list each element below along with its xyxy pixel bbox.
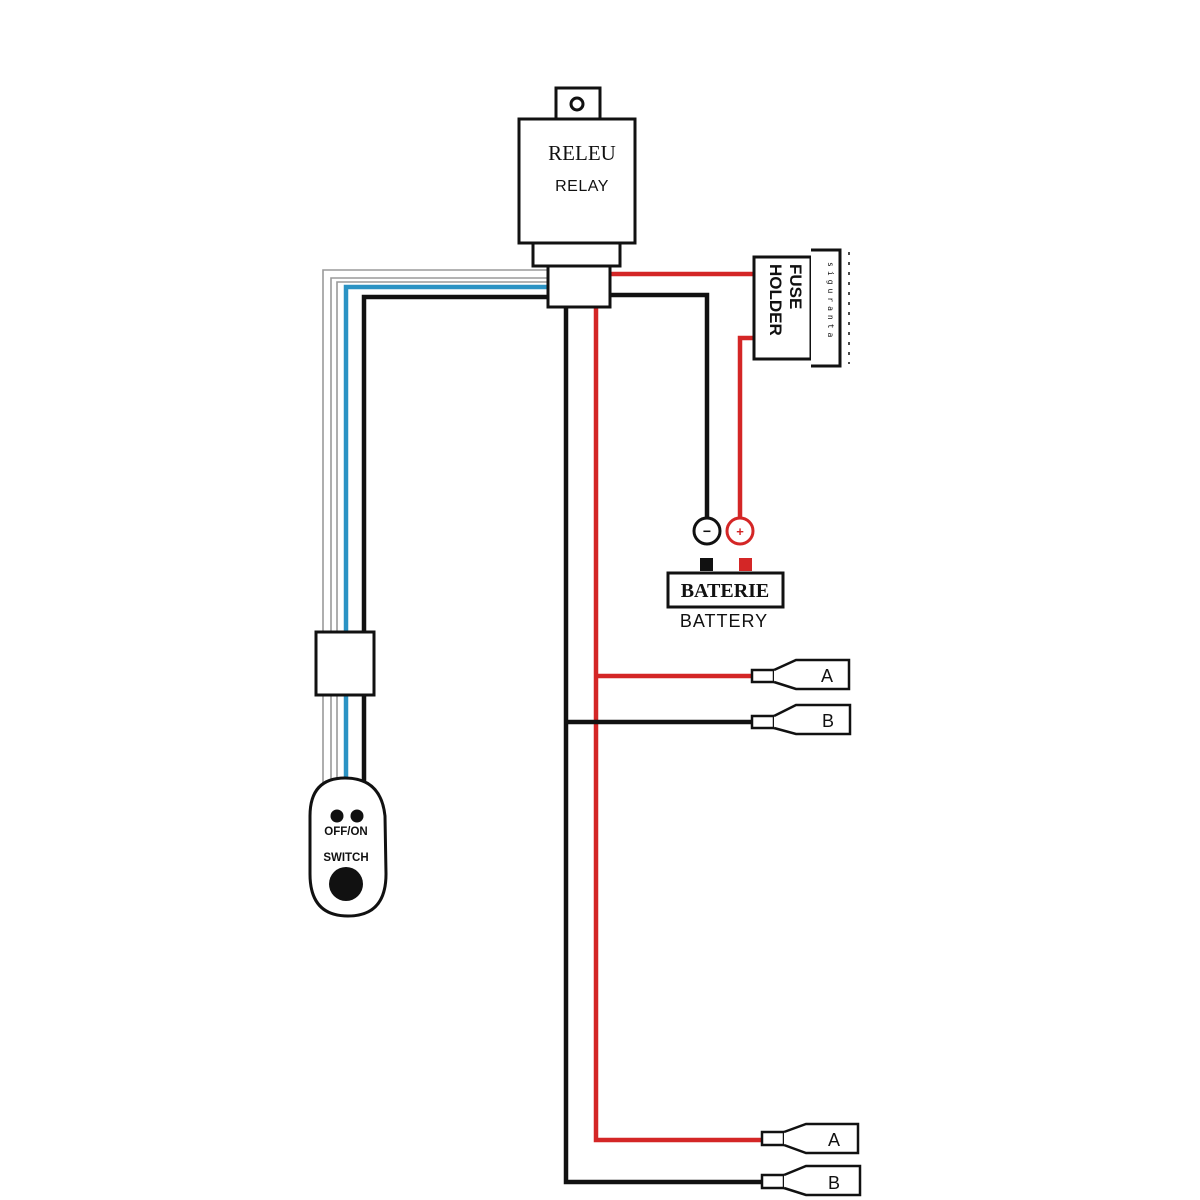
connector-upper-a-label: A: [821, 666, 833, 686]
fuse-holder-label-line-1: FUSE: [786, 264, 805, 309]
fuse-holder-label: FUSE HOLDER: [766, 264, 805, 336]
fuse-holder: FUSE HOLDER siguranta: [752, 248, 850, 368]
connector-lower-a-spade: [783, 1122, 860, 1155]
battery-negative-terminal-ring: [692, 516, 722, 546]
battery-negative-symbol: −: [703, 523, 711, 539]
connector-upper-b-crimp: [750, 714, 776, 730]
wires: [322, 269, 765, 1185]
switch-harness-connector: [314, 630, 376, 697]
relay-label-ro: RELEU: [548, 141, 616, 165]
black-wire-switch: [361, 294, 550, 785]
fuse-holder-label-line-2: HOLDER: [766, 264, 785, 336]
battery-positive-symbol: +: [736, 524, 744, 539]
white-wire-inner-2: [336, 281, 548, 785]
battery: − + BATERIE BATTERY: [666, 516, 785, 631]
fuse-holder-side-text: siguranta: [826, 262, 835, 341]
relay: RELEU RELAY: [517, 86, 637, 309]
connector-lower-b-crimp: [760, 1173, 786, 1190]
relay-base: [531, 241, 622, 268]
battery-label-ro: BATERIE: [681, 580, 770, 602]
blue-wire: [343, 284, 548, 785]
battery-positive-terminal-ring: [725, 516, 755, 546]
connector-lower-b-label: B: [828, 1173, 840, 1193]
switch-indicator-left-icon: [330, 809, 344, 823]
switch-label: SWITCH: [323, 852, 368, 864]
fuse-holder-body: [752, 255, 813, 361]
white-wire-inner: [330, 277, 548, 785]
connector-lower-a-label: A: [828, 1130, 840, 1150]
white-wire-outer: [322, 269, 548, 785]
white-wire-bundle: [322, 269, 548, 785]
connector-upper-b-spade: [773, 703, 852, 736]
battery-body: [666, 571, 785, 609]
relay-socket: [546, 264, 612, 309]
battery-positive-post: [739, 558, 752, 571]
switch-body: [308, 776, 388, 918]
relay-label-en: RELAY: [555, 178, 609, 195]
connector-upper-b: B: [750, 703, 852, 736]
connector-upper-a-crimp: [750, 668, 776, 684]
black-wire-main: [563, 307, 765, 1185]
switch-label-off-on: OFF/ON: [324, 826, 367, 838]
battery-label-en: BATTERY: [680, 611, 768, 631]
red-wire-main: [593, 307, 765, 1143]
switch-button: [329, 867, 363, 901]
switch: OFF/ON SWITCH: [308, 776, 388, 918]
relay-mounting-hole: [569, 96, 585, 112]
fuse-holder-cap: [811, 248, 842, 368]
connector-upper-a: A: [750, 658, 851, 691]
black-wire-battery: [610, 292, 710, 518]
connector-upper-b-label: B: [822, 711, 834, 731]
connector-upper-a-spade: [773, 658, 851, 691]
switch-indicator-right-icon: [350, 809, 364, 823]
connector-lower-b: B: [760, 1164, 862, 1197]
battery-negative-post: [700, 558, 713, 571]
connector-lower-a: A: [760, 1122, 860, 1155]
connector-lower-a-crimp: [760, 1130, 786, 1147]
red-wire-battery: [737, 335, 754, 518]
connector-lower-b-spade: [783, 1164, 862, 1197]
